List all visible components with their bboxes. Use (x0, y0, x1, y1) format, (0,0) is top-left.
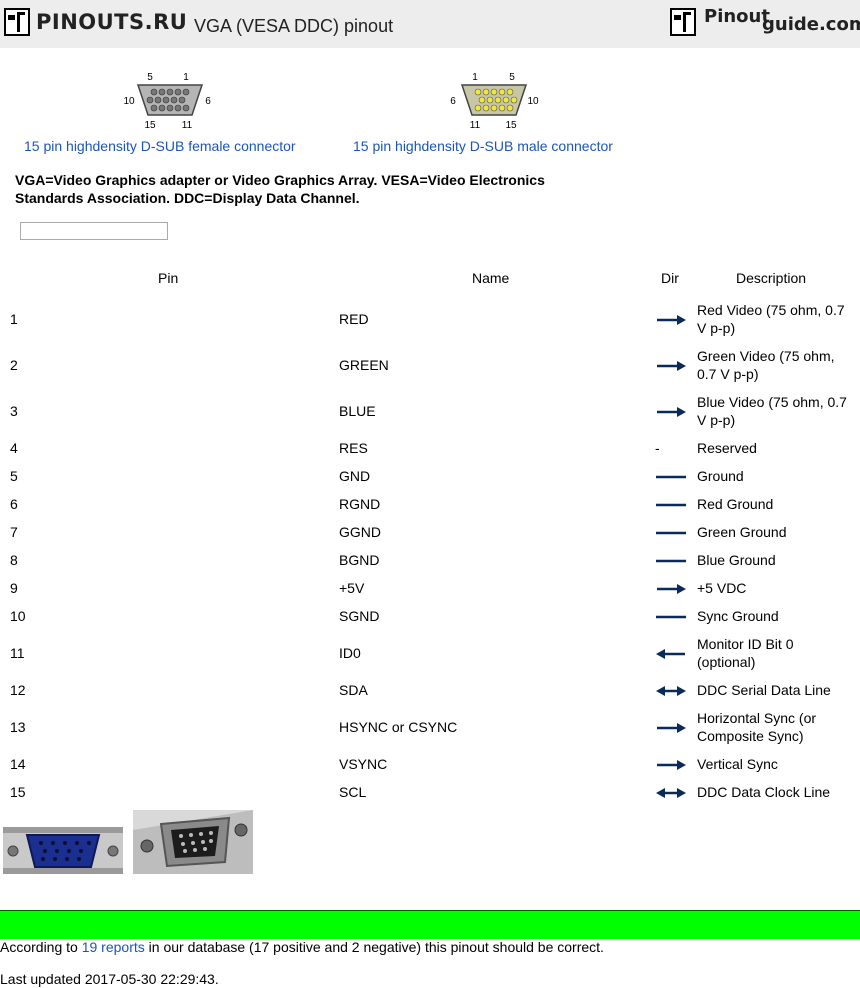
pin-name: BLUE (339, 403, 376, 419)
direction-none: - (655, 440, 660, 456)
reports-link[interactable]: 19 reports (81, 939, 145, 955)
pin-name: SDA (339, 682, 368, 698)
arrow-bidirectional-icon (655, 684, 687, 696)
male-connector-diagram: 1 5 6 10 11 15 (450, 72, 539, 131)
pinouts-logo-link[interactable]: PINOUTS.RU (4, 8, 190, 40)
male-plug-photo (133, 810, 253, 874)
pin-number: 13 (10, 719, 26, 735)
pin-name: SGND (339, 608, 380, 624)
pin-name: RGND (339, 496, 381, 512)
pin-number: 10 (10, 608, 26, 624)
pin-name: HSYNC or CSYNC (339, 719, 458, 735)
pin-description: Green Video (75 ohm, 0.7 V p-p) (697, 348, 835, 382)
pin-description: Red Ground (697, 496, 774, 512)
pin-description: Reserved (697, 440, 757, 456)
ground-line-icon (655, 610, 687, 622)
pin-number: 8 (10, 552, 18, 568)
pin-name: +5V (339, 580, 365, 596)
reports-prefix: According to (0, 939, 82, 955)
pin-description: Blue Ground (697, 552, 776, 568)
male-pin-label: 11 (470, 120, 481, 131)
female-connector-diagram: 5 1 10 6 15 11 (123, 72, 211, 131)
pin-number: 1 (10, 311, 18, 327)
male-pin-label: 15 (505, 120, 517, 131)
pin-description: Vertical Sync (697, 756, 778, 772)
pin-description: Horizontal Sync (or Composite Sync) (697, 710, 817, 744)
ground-line-icon (655, 526, 687, 538)
pinoutguide-logo-link[interactable]: Pinout guide.com (670, 6, 860, 40)
female-port-photo (3, 827, 123, 874)
male-pin-label: 5 (509, 72, 515, 83)
pin-name: VSYNC (339, 756, 388, 772)
pin-number: 2 (10, 357, 18, 373)
pinouts-logo-icon (4, 8, 30, 36)
pin-number: 15 (10, 784, 26, 800)
arrow-in-icon (655, 647, 687, 659)
pin-number: 9 (10, 580, 18, 596)
pin-number: 3 (10, 403, 18, 419)
pin-number: 7 (10, 524, 18, 540)
female-pin-label: 10 (123, 96, 135, 107)
intro-text: VGA=Video Graphics adapter or Video Grap… (15, 172, 545, 206)
male-pin-label: 1 (472, 72, 478, 83)
pin-name: GGND (339, 524, 381, 540)
pin-description: Sync Ground (697, 608, 779, 624)
pin-description: +5 VDC (697, 580, 747, 596)
male-pin-label: 10 (527, 96, 539, 107)
pinoutguide-logo-icon (670, 8, 696, 36)
column-header-pin: Pin (158, 270, 179, 286)
search-input[interactable] (20, 222, 168, 240)
pin-name: BGND (339, 552, 380, 568)
pin-description: Ground (697, 468, 744, 484)
column-header-description: Description (736, 270, 807, 286)
site-name: PINOUTS.RU (36, 10, 188, 34)
female-pin-label: 15 (144, 120, 156, 131)
pin-number: 12 (10, 682, 26, 698)
site-header: PINOUTS.RU VGA (VESA DDC) pinout Pinout … (0, 0, 860, 48)
partner-word-guide: guide.com (762, 14, 860, 35)
pin-number: 4 (10, 440, 18, 456)
male-pin-label: 6 (450, 96, 456, 107)
ground-line-icon (655, 470, 687, 482)
pin-name: RED (339, 311, 369, 327)
pin-name: RES (339, 440, 368, 456)
male-connector-link[interactable]: 15 pin highdensity D-SUB male connector (353, 138, 613, 154)
ground-line-icon (655, 498, 687, 510)
pin-number: 6 (10, 496, 18, 512)
female-pin-label: 5 (147, 72, 153, 83)
pin-description: Monitor ID Bit 0 (optional) (697, 636, 794, 670)
pin-number: 5 (10, 468, 18, 484)
pin-number: 11 (10, 645, 25, 661)
female-pin-label: 1 (183, 72, 189, 83)
arrow-out-icon (655, 758, 687, 770)
reports-line: According to 19 reports in our database … (0, 939, 604, 955)
partner-word-pinout: Pinout (704, 6, 770, 27)
female-pin-label: 11 (182, 120, 193, 131)
pin-description: Green Ground (697, 524, 787, 540)
pin-description: Red Video (75 ohm, 0.7 V p-p) (697, 302, 845, 336)
arrow-out-icon (655, 359, 687, 371)
ground-line-icon (655, 554, 687, 566)
arrow-out-icon (655, 405, 687, 417)
page-title: VGA (VESA DDC) pinout (194, 16, 394, 36)
arrow-out-icon (655, 721, 687, 733)
arrow-out-icon (655, 313, 687, 325)
pin-description: DDC Serial Data Line (697, 682, 831, 698)
arrow-out-icon (655, 582, 687, 594)
female-pin-label: 6 (205, 96, 211, 107)
pin-name: GREEN (339, 357, 389, 373)
arrow-bidirectional-icon (655, 786, 687, 798)
pin-description: Blue Video (75 ohm, 0.7 V p-p) (697, 394, 847, 428)
pin-name: ID0 (339, 645, 361, 661)
pin-name: GND (339, 468, 371, 484)
pin-name: SCL (339, 784, 367, 800)
reports-suffix: in our database (17 positive and 2 negat… (144, 939, 604, 955)
pin-description: DDC Data Clock Line (697, 784, 831, 800)
column-header-dir: Dir (661, 270, 679, 286)
female-connector-link[interactable]: 15 pin highdensity D-SUB female connecto… (24, 138, 296, 154)
column-header-name: Name (472, 270, 510, 286)
pin-number: 14 (10, 756, 26, 772)
status-bar (0, 910, 860, 939)
last-updated: Last updated 2017-05-30 22:29:43. (0, 971, 219, 987)
